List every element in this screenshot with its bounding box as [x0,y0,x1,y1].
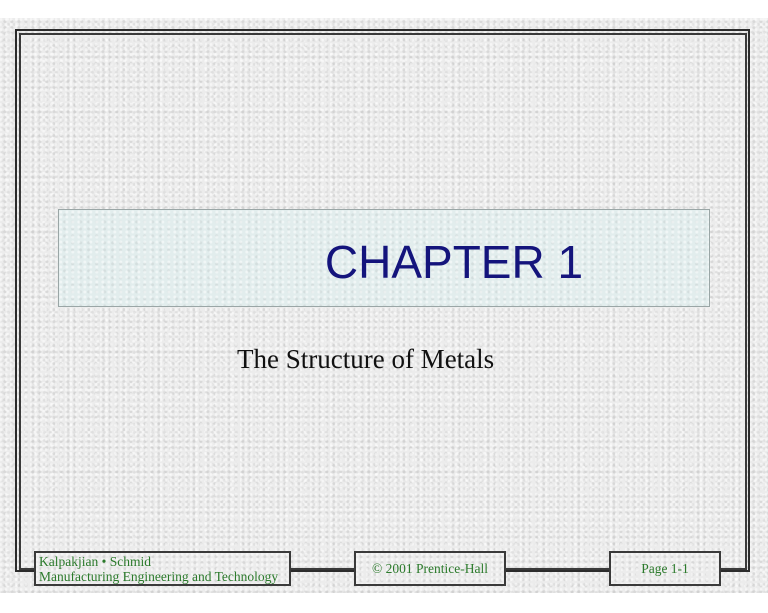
footer-authors: Kalpakjian • Schmid [39,554,151,569]
slide-subtitle: The Structure of Metals [237,344,495,374]
chapter-title: CHAPTER 1 [324,236,584,288]
footer-book-info: Kalpakjian • Schmid Manufacturing Engine… [34,551,291,586]
footer-book-title: Manufacturing Engineering and Technology [39,569,279,584]
footer-copyright: © 2001 Prentice-Hall [354,551,506,586]
title-box: CHAPTER 1 [58,209,710,307]
footer-page-number: Page 1-1 [609,551,721,586]
